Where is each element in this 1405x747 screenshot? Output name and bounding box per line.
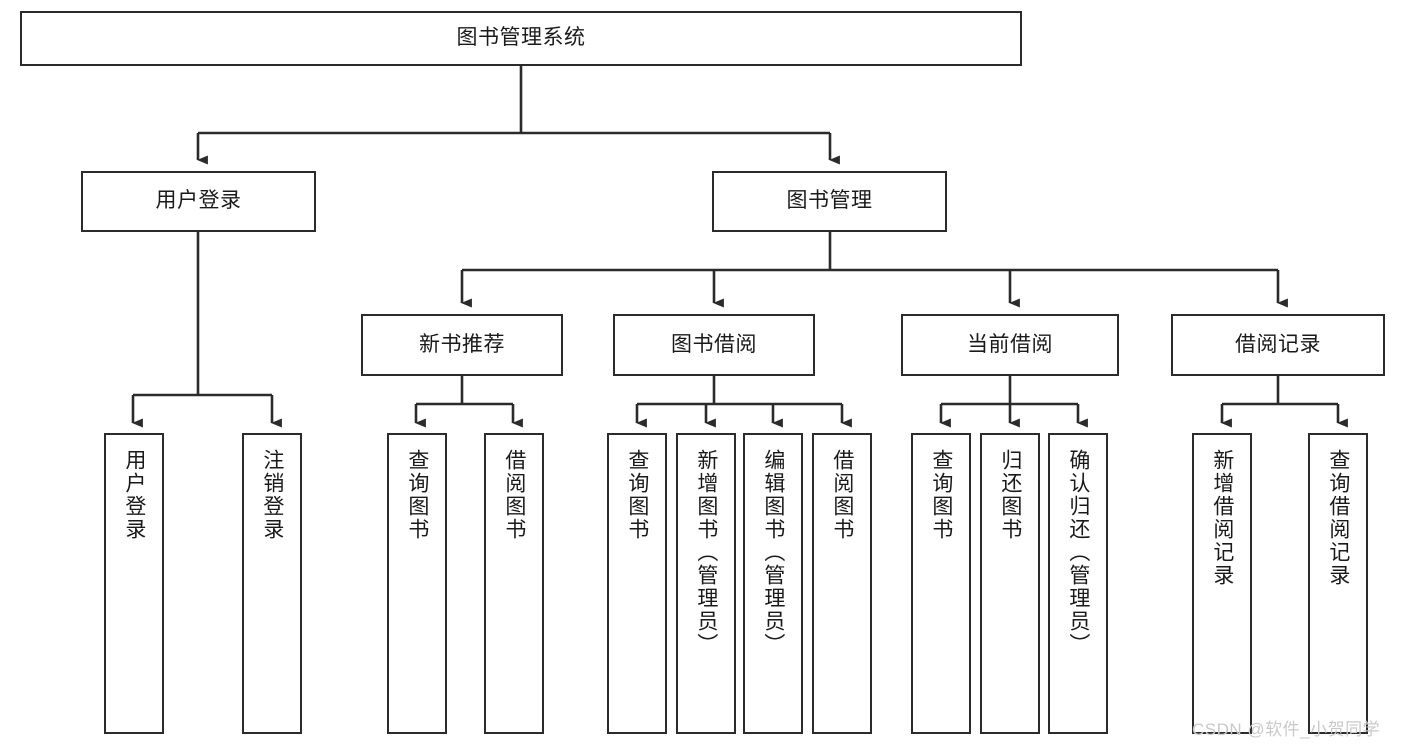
node-leaf-query-book-2[interactable]: 查询图书 bbox=[607, 433, 667, 734]
node-label: 用户登录 bbox=[122, 449, 146, 541]
node-borrow-record[interactable]: 借阅记录 bbox=[1171, 314, 1385, 376]
node-leaf-user-logout[interactable]: 注销登录 bbox=[242, 433, 302, 734]
node-label: 注销登录 bbox=[260, 449, 284, 541]
node-book-management-system[interactable]: 图书管理系统 bbox=[20, 11, 1022, 66]
node-label: 新增借阅记录 bbox=[1210, 449, 1234, 587]
node-leaf-confirm-return[interactable]: 确认归还（管理员） bbox=[1048, 433, 1108, 734]
node-leaf-query-book-3[interactable]: 查询图书 bbox=[911, 433, 971, 734]
node-label: 查询图书 bbox=[405, 449, 429, 541]
node-label: 借阅记录 bbox=[1235, 332, 1321, 356]
node-label: 归还图书 bbox=[998, 449, 1022, 541]
node-leaf-query-record[interactable]: 查询借阅记录 bbox=[1308, 433, 1368, 734]
node-label: 查询借阅记录 bbox=[1326, 449, 1350, 587]
node-label: 图书管理系统 bbox=[456, 26, 586, 50]
watermark-text: CSDN @软件_小贺同学 bbox=[1192, 720, 1381, 739]
node-label: 图书借阅 bbox=[671, 332, 757, 356]
node-new-book-recommend[interactable]: 新书推荐 bbox=[361, 314, 563, 376]
node-label: 借阅图书 bbox=[502, 449, 526, 541]
node-label: 查询图书 bbox=[625, 449, 649, 541]
node-leaf-add-record[interactable]: 新增借阅记录 bbox=[1192, 433, 1252, 734]
node-label: 新书推荐 bbox=[419, 332, 505, 356]
node-leaf-borrow-book-2[interactable]: 借阅图书 bbox=[812, 433, 872, 734]
node-book-borrow[interactable]: 图书借阅 bbox=[613, 314, 815, 376]
node-leaf-return-book[interactable]: 归还图书 bbox=[980, 433, 1040, 734]
node-leaf-edit-book[interactable]: 编辑图书（管理员） bbox=[743, 433, 803, 734]
node-label: 当前借阅 bbox=[967, 332, 1053, 356]
node-label: 新增图书（管理员） bbox=[694, 449, 718, 656]
node-label: 图书管理 bbox=[786, 189, 873, 213]
node-leaf-borrow-book-1[interactable]: 借阅图书 bbox=[484, 433, 544, 734]
node-user-login[interactable]: 用户登录 bbox=[81, 171, 316, 232]
node-current-borrow[interactable]: 当前借阅 bbox=[901, 314, 1119, 376]
node-label: 用户登录 bbox=[155, 189, 242, 213]
node-book-management[interactable]: 图书管理 bbox=[712, 171, 947, 232]
node-label: 确认归还（管理员） bbox=[1066, 449, 1090, 656]
node-label: 编辑图书（管理员） bbox=[761, 449, 785, 656]
node-leaf-add-book[interactable]: 新增图书（管理员） bbox=[676, 433, 736, 734]
node-label: 借阅图书 bbox=[830, 449, 854, 541]
node-label: 查询图书 bbox=[929, 449, 953, 541]
node-leaf-query-book-1[interactable]: 查询图书 bbox=[387, 433, 447, 734]
node-leaf-user-login[interactable]: 用户登录 bbox=[104, 433, 164, 734]
